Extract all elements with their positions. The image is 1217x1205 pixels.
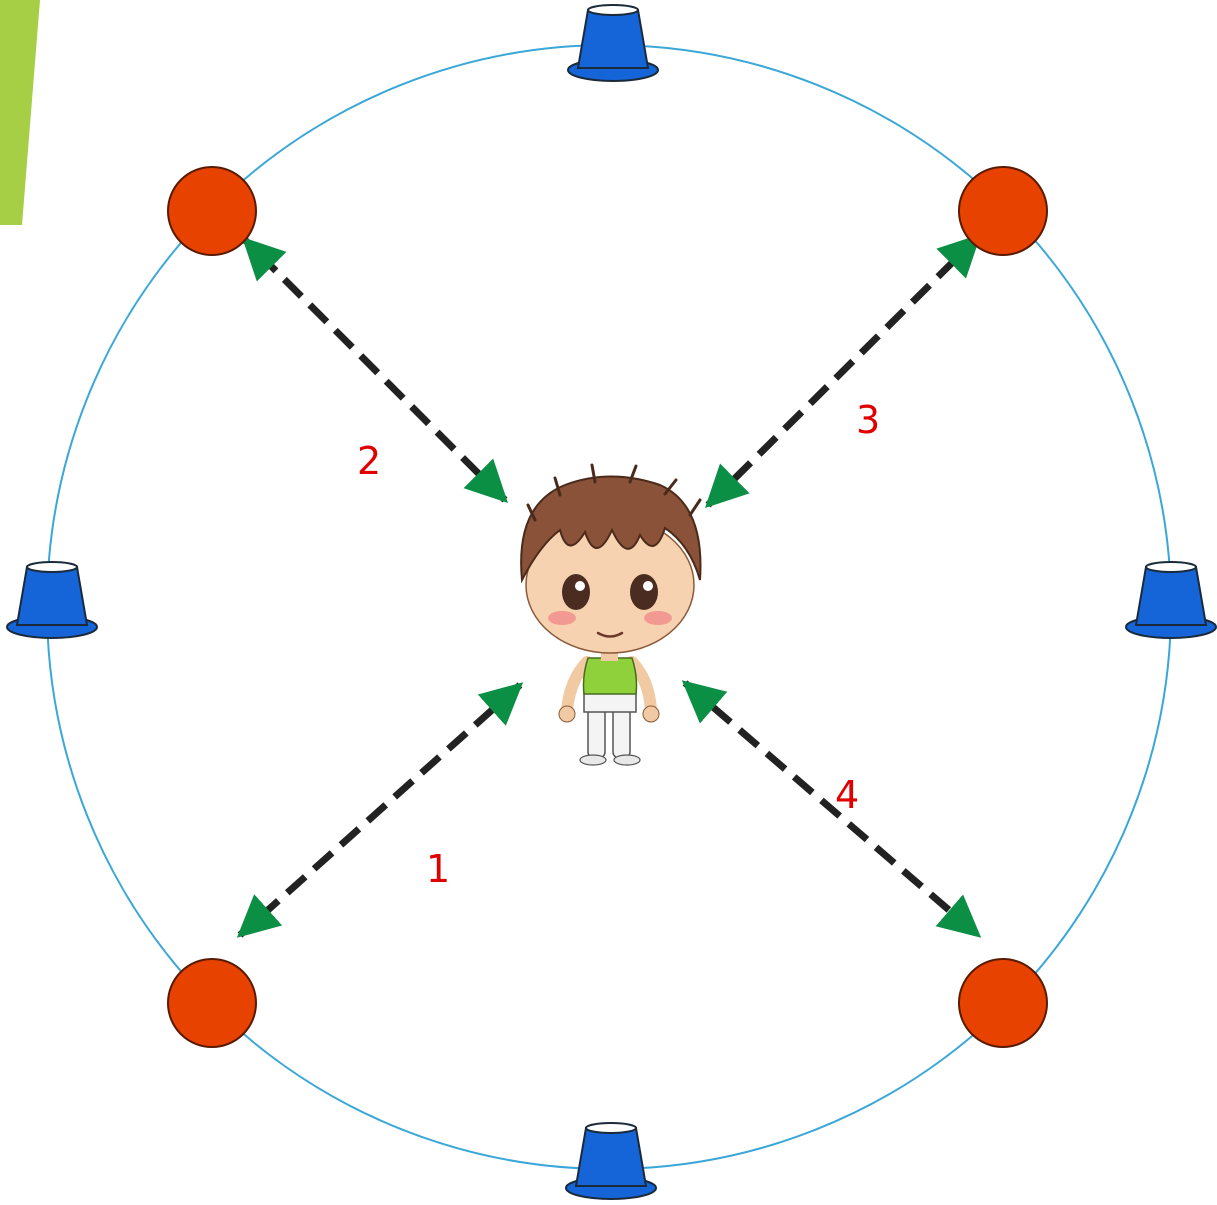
route-arrow-2 — [242, 237, 508, 503]
route-label-3: 3 — [856, 398, 880, 442]
route-label-2: 2 — [357, 439, 381, 483]
route-arrow-4 — [681, 680, 982, 938]
marker-bottom-right — [958, 958, 1048, 1048]
marker-top-left — [167, 166, 257, 256]
marker-bottom-left — [167, 958, 257, 1048]
route-label-1: 1 — [426, 847, 450, 891]
cone-top — [567, 4, 659, 82]
route-arrow-1 — [236, 682, 524, 938]
marker-top-right — [958, 166, 1048, 256]
accent-bar — [0, 0, 40, 225]
route-label-4: 4 — [835, 773, 859, 817]
route-arrows — [236, 234, 982, 938]
child-player-icon — [520, 463, 702, 766]
cone-right — [1125, 561, 1217, 639]
route-arrow-3 — [705, 234, 981, 508]
cone-bottom — [565, 1122, 657, 1200]
cone-left — [6, 561, 98, 639]
